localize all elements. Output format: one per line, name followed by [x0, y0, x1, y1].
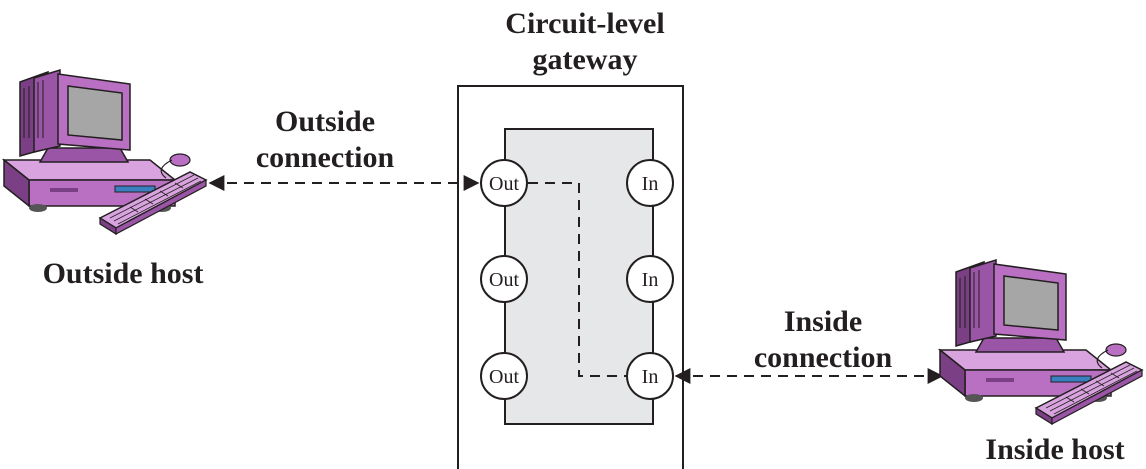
inside-host-label: Inside host	[985, 433, 1125, 466]
in-port-2: In	[626, 255, 674, 303]
gateway-box	[457, 85, 684, 469]
inside-connection-label: Inside connection	[743, 304, 903, 376]
inside-connection-line1: Inside	[783, 305, 863, 338]
inside-connection-line2: connection	[753, 341, 893, 374]
outside-host-computer-icon	[3, 69, 207, 235]
svg-text:Out: Out	[489, 366, 519, 388]
outside-connection-line1: Outside	[274, 105, 376, 138]
inside-host-computer-icon	[939, 259, 1143, 425]
out-port-3: Out	[480, 352, 528, 400]
out-port-2: Out	[480, 255, 528, 303]
svg-text:In: In	[642, 269, 659, 291]
svg-text:In: In	[642, 366, 659, 388]
svg-text:In: In	[642, 173, 659, 195]
svg-text:Out: Out	[489, 269, 519, 291]
outside-connection-line2: connection	[255, 141, 395, 174]
gateway-title: Circuit-level gateway	[470, 6, 700, 78]
in-port-3: In	[626, 352, 674, 400]
out-port-1: Out	[480, 159, 528, 207]
svg-text:Out: Out	[489, 173, 519, 195]
outside-connection-label: Outside connection	[245, 104, 405, 176]
in-port-1: In	[626, 159, 674, 207]
gateway-title-line1: Circuit-level	[505, 7, 665, 40]
relay-path	[528, 182, 626, 377]
gateway-title-line2: gateway	[532, 43, 638, 76]
outside-host-label: Outside host	[42, 257, 204, 290]
